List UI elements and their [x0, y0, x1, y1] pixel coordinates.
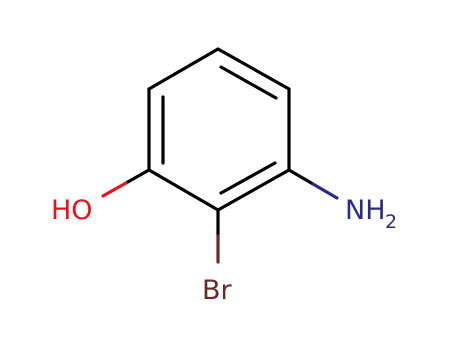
bond-c1-c2 [147, 47, 220, 91]
double-bond-c2-c3-inner [219, 65, 278, 100]
double-bond-c4-c5-inner [219, 161, 277, 195]
atom-label-amino: NH [345, 195, 386, 226]
atom-label-bromine: Br [202, 275, 233, 306]
benzene-ring [147, 47, 291, 212]
atom-label-amino-subscript: 2 [385, 211, 397, 233]
bond-c2-c3 [216, 47, 291, 91]
atom-label-hydroxyl: HO [51, 195, 93, 226]
bond-c4-nitrogen [287, 168, 339, 200]
bond-c6-oxygen [101, 168, 151, 198]
double-bond-inner-lines [161, 65, 278, 195]
bond-c4-c5 [216, 168, 291, 212]
bond-c5-c6 [147, 168, 220, 212]
